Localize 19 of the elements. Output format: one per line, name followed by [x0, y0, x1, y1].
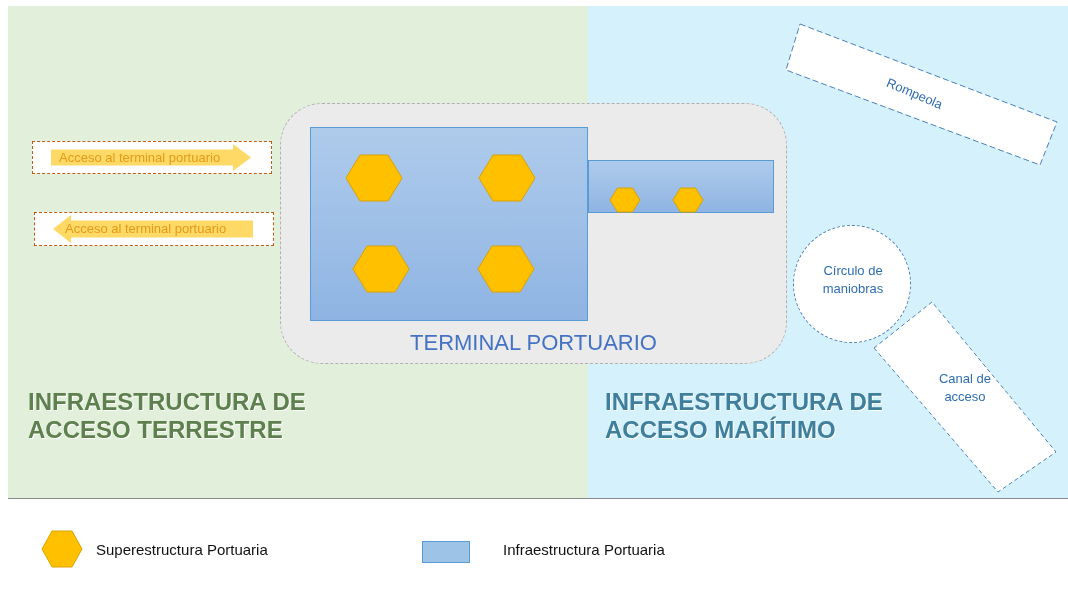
hexagon-icon [353, 246, 409, 292]
terminal-title: TERMINAL PORTUARIO [409, 330, 658, 356]
infrastructure-block [310, 127, 588, 321]
zone-title: INFRAESTRUCTURA DE ACCESO TERRESTRE [28, 388, 307, 444]
hexagon-icon [610, 188, 640, 212]
legend-label: Superestructura Portuaria [96, 541, 268, 558]
arrow-label: Acceso al terminal portuario [59, 149, 221, 165]
channel-label: Canal de acceso [937, 370, 992, 406]
access-box [32, 141, 272, 174]
hexagon-icon [673, 188, 703, 212]
arrow-label: Acceso al terminal portuario [65, 221, 227, 236]
zone-title: INFRAESTRUCTURA DE ACCESO MARÍTIMO [605, 388, 884, 444]
circle-label: Círculo de maniobras [821, 262, 885, 298]
pier-block [588, 160, 774, 213]
access-box [34, 212, 274, 246]
hexagon-icon [478, 246, 534, 292]
hexagon-icon [346, 155, 402, 201]
hexagon-icon [479, 155, 535, 201]
legend-label: Infraestructura Portuaria [503, 541, 665, 558]
